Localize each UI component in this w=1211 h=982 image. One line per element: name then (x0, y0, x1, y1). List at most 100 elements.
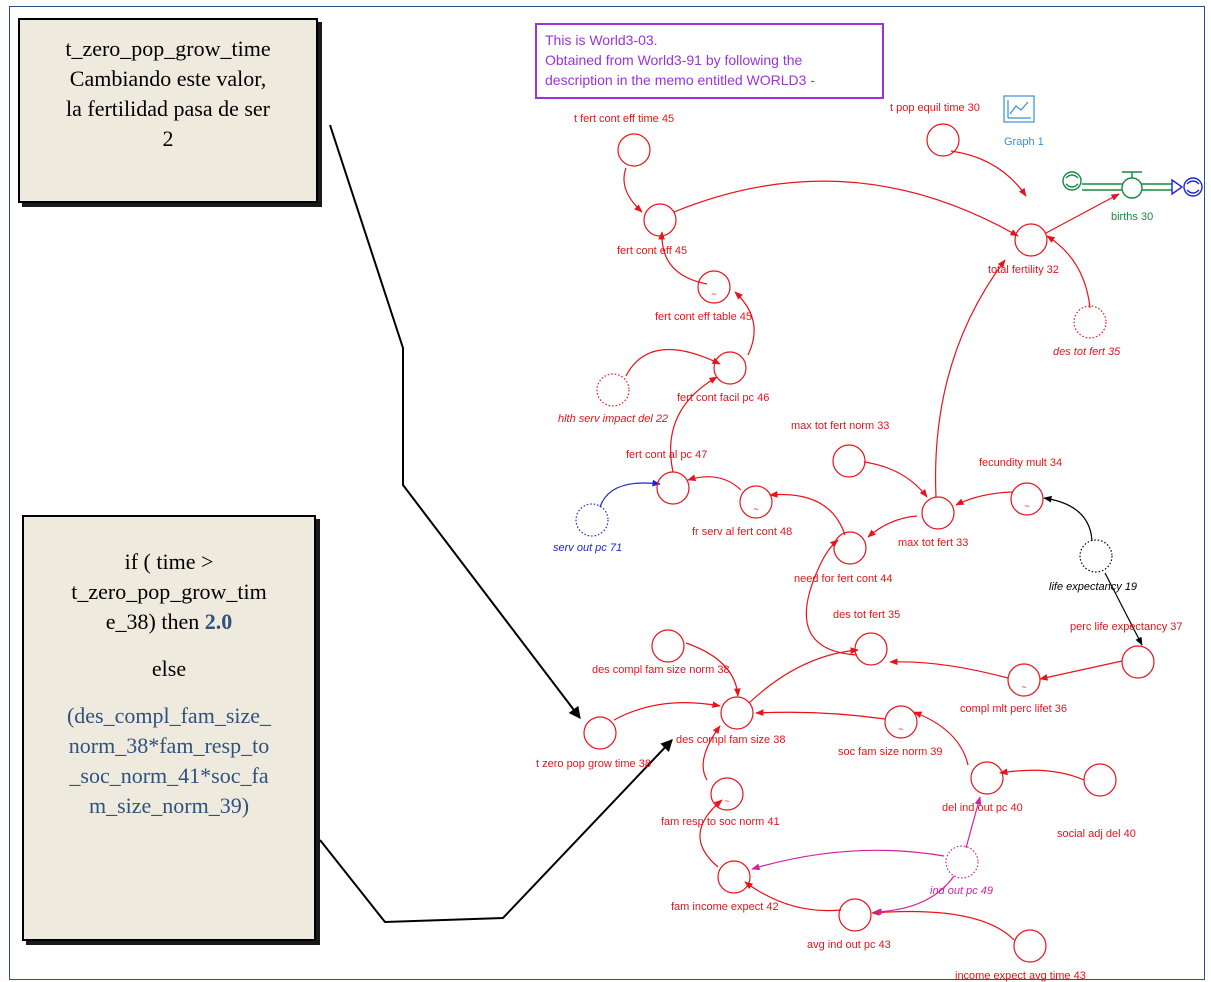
callout-line-2 (319, 739, 673, 924)
variable-node-income-expect-avg-time[interactable] (1013, 929, 1047, 963)
graph-icon[interactable] (1003, 95, 1035, 123)
lookup-tilde-icon: ~ (724, 796, 729, 806)
variable-label: hlth serv impact del 22 (558, 413, 668, 425)
link (1104, 572, 1143, 646)
variable-node-perc-life-expectancy[interactable] (1121, 645, 1155, 679)
link (734, 291, 755, 356)
variable-label: fam income expect 42 (671, 901, 779, 913)
variable-node-soc-fam-size-norm[interactable] (884, 705, 918, 739)
variable-label: avg ind out pc 43 (807, 939, 891, 951)
lookup-tilde-icon: ~ (1021, 682, 1026, 692)
variable-label: perc life expectancy 37 (1070, 621, 1183, 633)
link (1043, 495, 1093, 542)
variable-node-max-tot-fert[interactable] (921, 496, 955, 530)
variable-node-avg-ind-out-pc[interactable] (838, 898, 872, 932)
variable-node-max-tot-fert-norm[interactable] (832, 444, 866, 478)
variable-label: need for fert cont 44 (794, 573, 892, 585)
link (769, 491, 846, 536)
note1-line: Cambiando este valor, (69, 66, 267, 91)
variable-node-des-tot-fert-shadow[interactable] (854, 632, 888, 666)
variable-node-ind-out-pc[interactable] (945, 845, 979, 879)
variable-label: fert cont al pc 47 (626, 449, 707, 461)
lookup-tilde-icon: ~ (753, 504, 758, 514)
variable-label: des compl fam size 38 (676, 734, 785, 746)
note2-expr-line: m_size_norm_39) (88, 793, 250, 818)
model-comment[interactable]: This is World3-03. Obtained from World3-… (535, 23, 884, 99)
variable-node-fert-cont-eff[interactable] (643, 203, 677, 237)
link (744, 881, 842, 912)
variable-node-need-for-fert-cont[interactable] (833, 531, 867, 565)
link (687, 474, 742, 491)
variable-label: total fertility 32 (988, 264, 1059, 276)
variable-node-des-tot-fert[interactable] (1073, 305, 1107, 339)
cloud-icon (1183, 177, 1203, 197)
link (748, 647, 859, 704)
births-flow (1062, 171, 1184, 199)
note2-text: e_38) then (105, 609, 205, 634)
link (950, 150, 1027, 197)
link (873, 875, 955, 916)
variable-label: t zero pop grow time 38 (536, 758, 651, 770)
variable-label: births 30 (1111, 211, 1153, 223)
variable-node-fr-serv-al-fert-cont[interactable] (739, 485, 773, 519)
note2-line: e_38) then 2.0 (24, 607, 314, 637)
link (599, 479, 661, 508)
note1-line: 2 (162, 126, 174, 151)
comment-line: Obtained from World3-91 by following the (545, 52, 803, 68)
link (934, 259, 1006, 498)
note2-expr-line: norm_38*fam_resp_to (68, 733, 270, 758)
variable-label: fert cont eff table 45 (655, 311, 752, 323)
variable-node-des-compl-fam-size[interactable] (720, 696, 754, 730)
variable-node-fecundity-mult[interactable] (1010, 482, 1044, 516)
variable-node-t-fert-cont-eff-time[interactable] (617, 133, 651, 167)
note-equation[interactable]: if ( time > t_zero_pop_grow_tim e_38) th… (22, 515, 316, 941)
link (755, 709, 886, 720)
link (863, 461, 928, 498)
note1-line: t_zero_pop_grow_time (65, 36, 271, 61)
comment-line: This is World3-03. (545, 32, 658, 48)
graph-label[interactable]: Graph 1 (1004, 136, 1044, 148)
variable-node-t-pop-equil-time[interactable] (926, 123, 960, 157)
variable-label: t fert cont eff time 45 (574, 113, 674, 125)
variable-node-social-adj-del[interactable] (1083, 763, 1117, 797)
variable-node-serv-out-pc[interactable] (575, 503, 609, 537)
link (751, 849, 945, 871)
link (955, 491, 1014, 506)
note2-else: else (151, 656, 187, 681)
diagram-frame (9, 6, 1205, 980)
link (658, 231, 708, 285)
link (685, 642, 741, 697)
variable-label: fam resp to soc norm 41 (661, 816, 780, 828)
variable-label: fr serv al fert cont 48 (692, 526, 792, 538)
variable-node-des-compl-fam-size-norm[interactable] (651, 629, 685, 663)
variable-label: social adj del 40 (1057, 828, 1136, 840)
note2-expr-line: (des_compl_fam_size_ (66, 703, 272, 728)
variable-node-fert-cont-al-pc[interactable] (656, 471, 690, 505)
variable-node-del-ind-out-pc[interactable] (970, 761, 1004, 795)
link (965, 796, 982, 849)
variable-node-hlth-serv-impact-del[interactable] (596, 373, 630, 407)
variable-node-fam-resp-to-soc-norm[interactable] (710, 777, 744, 811)
variable-node-t-zero-pop-grow-time[interactable] (583, 716, 617, 750)
link (673, 180, 1019, 237)
callout-line-1 (329, 124, 581, 719)
variable-node-fert-cont-eff-table[interactable] (697, 270, 731, 304)
link (625, 349, 721, 377)
link (867, 515, 918, 538)
variable-node-fert-cont-facil-pc[interactable] (713, 351, 747, 385)
variable-node-compl-mlt-perc-lifet[interactable] (1007, 663, 1041, 697)
link (889, 658, 1009, 679)
variable-label: max tot fert 33 (898, 537, 968, 549)
note-fertility-change[interactable]: t_zero_pop_grow_time Cambiando este valo… (18, 18, 318, 203)
link (1045, 193, 1120, 234)
variable-node-fam-income-expect[interactable] (717, 860, 751, 894)
lookup-tilde-icon: ~ (898, 724, 903, 734)
variable-node-total-fertility[interactable] (1014, 223, 1048, 257)
link (805, 539, 858, 656)
variable-node-life-expectancy[interactable] (1079, 539, 1113, 573)
link (613, 701, 721, 721)
variable-label: life expectancy 19 (1049, 581, 1137, 593)
variable-label: t pop equil time 30 (890, 102, 980, 114)
variable-label: fert cont eff 45 (617, 245, 687, 257)
